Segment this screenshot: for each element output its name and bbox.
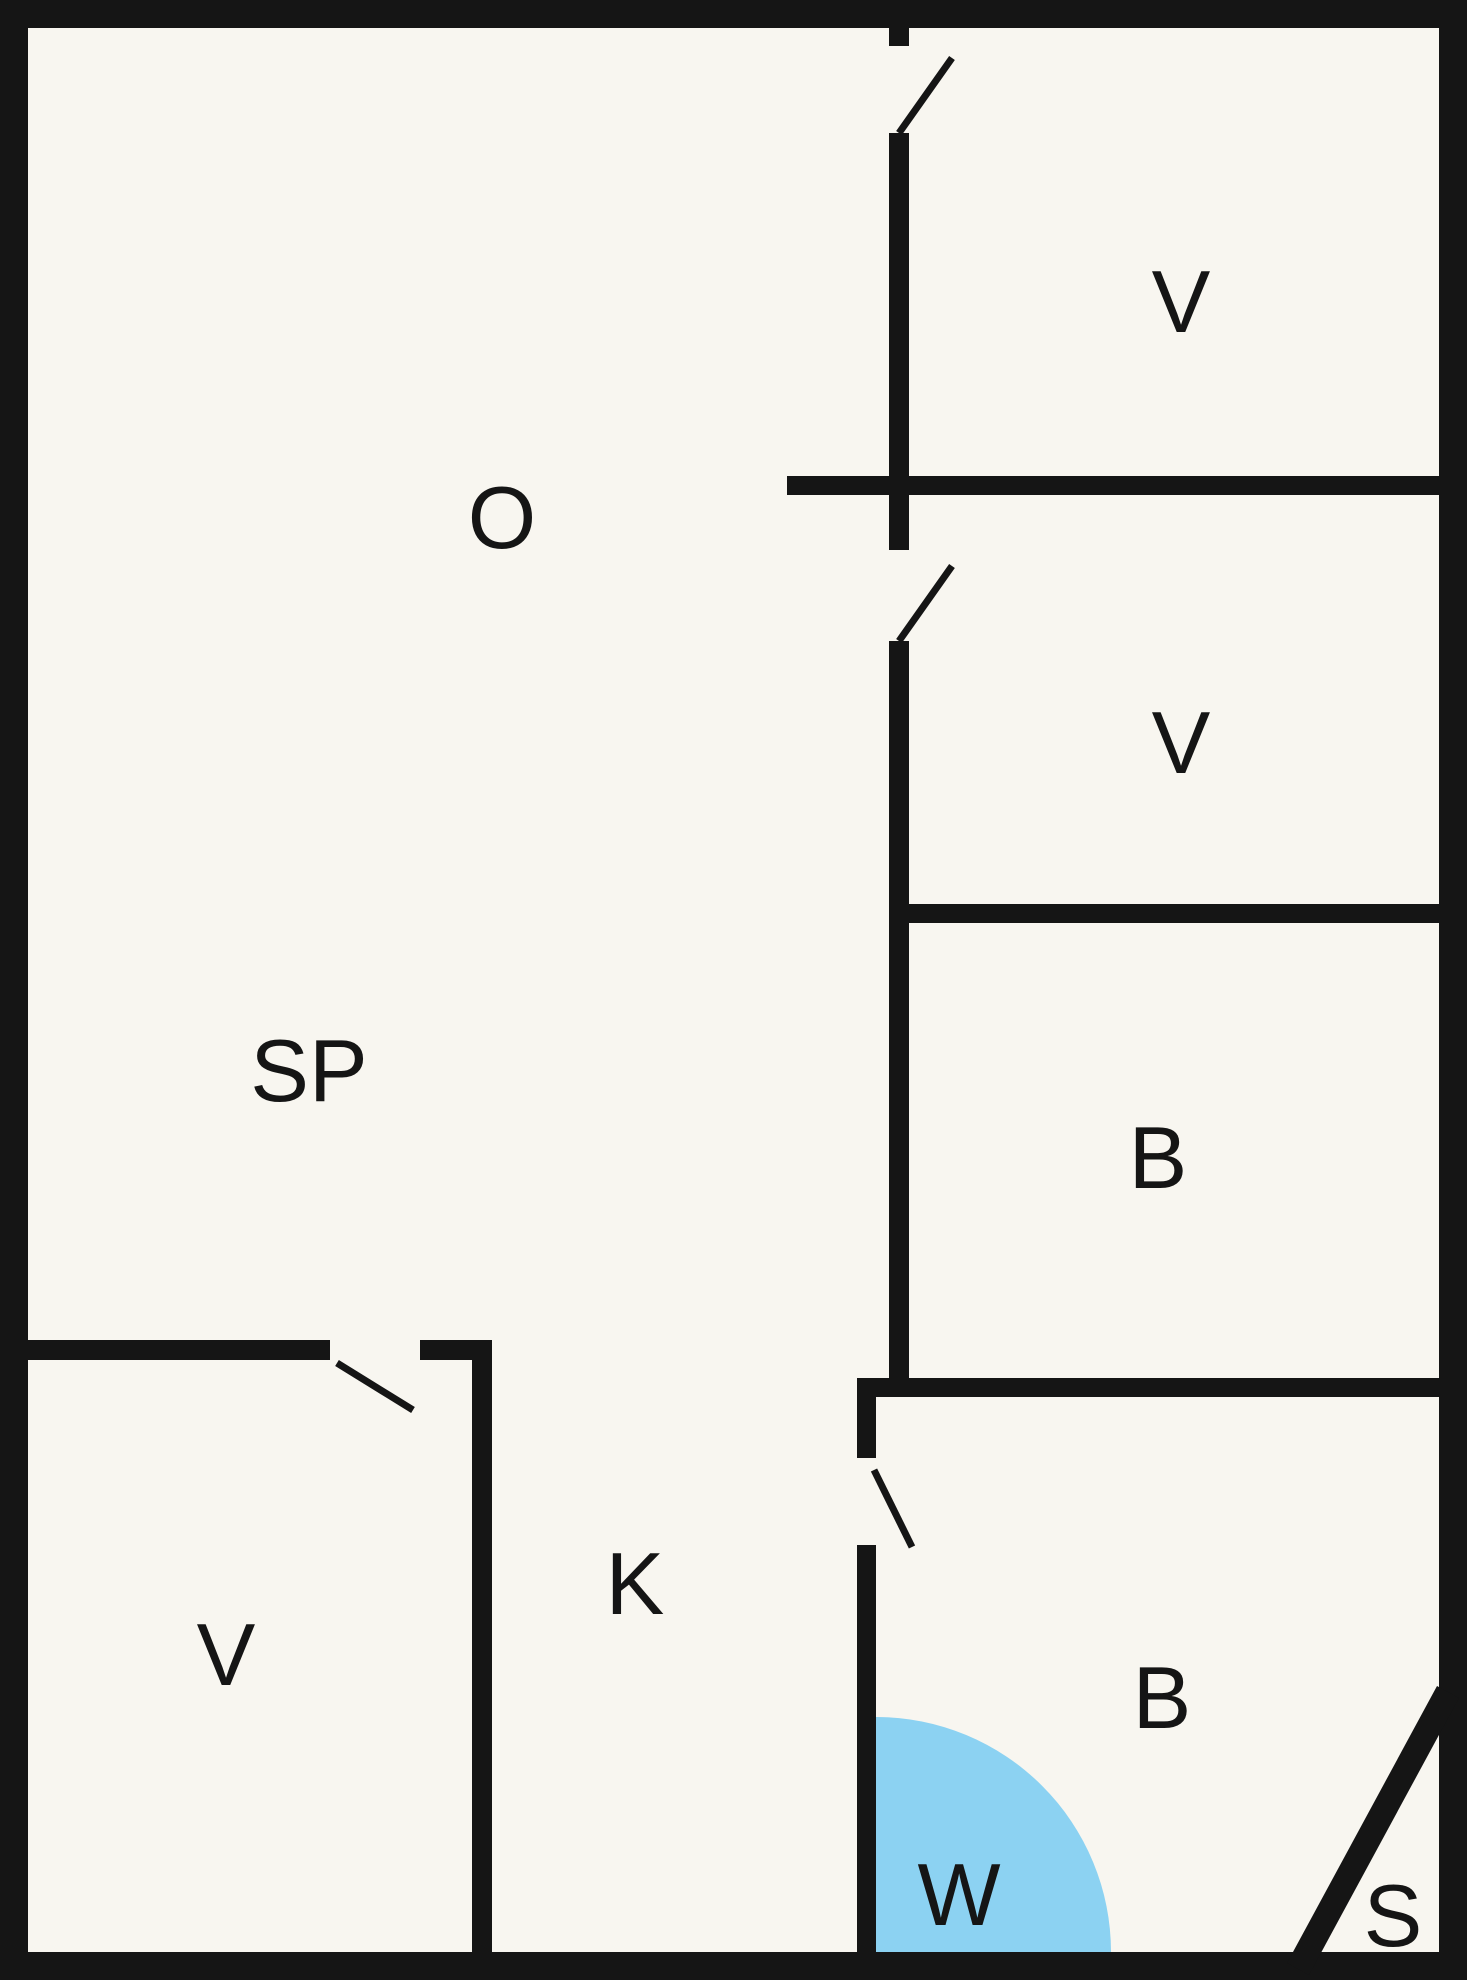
door-swing-vmid — [896, 563, 955, 644]
room-label-k: K — [605, 1534, 665, 1633]
room-label-v-top: V — [1151, 252, 1211, 351]
wall-b-bbottom-divider — [857, 1378, 1440, 1397]
room-label-o: O — [467, 468, 537, 567]
wall-vtop-vmid-divider — [787, 476, 1440, 495]
wall-outer-left — [0, 0, 28, 1980]
room-label-s: S — [1363, 1866, 1423, 1965]
wall-outer-top — [0, 0, 1467, 28]
wall-corridor-upper — [889, 133, 909, 550]
wall-diagonal-corner — [1287, 1686, 1459, 1975]
room-label-b-right: B — [1128, 1108, 1188, 1207]
room-label-b-bottom: B — [1132, 1648, 1192, 1747]
wall-outer-bottom — [0, 1952, 1467, 1980]
wall-vbottom-right — [472, 1340, 492, 1952]
wall-vbottom-top-left — [28, 1340, 330, 1360]
door-swing-vbottom — [335, 1360, 415, 1413]
wall-outer-right — [1439, 0, 1467, 1980]
door-swing-vtop — [896, 55, 955, 136]
wall-bbottom-left-lower — [857, 1545, 876, 1952]
door-swing-bbottom — [870, 1468, 916, 1549]
room-label-sp: SP — [250, 1021, 368, 1120]
room-label-w: W — [917, 1845, 1001, 1944]
shower-quarter-circle — [876, 1717, 1111, 1952]
room-label-v-bottom: V — [196, 1605, 256, 1704]
wall-bbottom-left-upper — [857, 1397, 876, 1458]
wall-corridor-lower — [889, 641, 909, 1397]
wall-corridor-top-stub — [889, 28, 909, 46]
wall-vmid-b-divider — [889, 904, 1440, 923]
room-label-v-mid: V — [1151, 693, 1211, 792]
